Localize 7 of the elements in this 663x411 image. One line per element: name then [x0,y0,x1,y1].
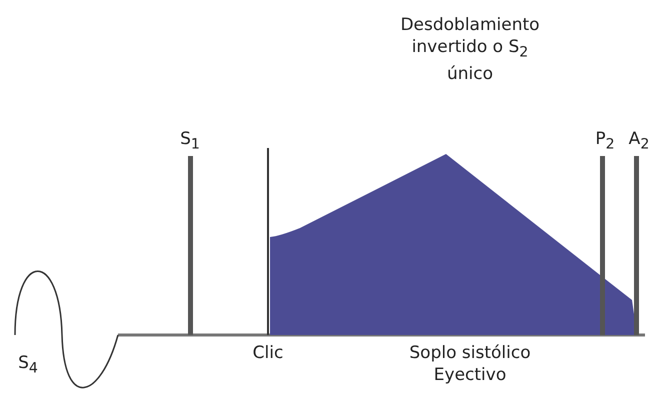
sound-label: S$_{4}$ [17,352,39,378]
annotation-text: Desdoblamiento invertido o S$_{2}$ único [399,14,541,86]
murmur-label: Soplo sistólico Eyectivo [408,342,532,386]
sound-label: S$_{1}$ [179,128,201,154]
sound-label: A$_{2}$ [628,128,650,154]
sound-label: P$_{2}$ [594,128,616,154]
sound-label: Clic [252,342,284,364]
